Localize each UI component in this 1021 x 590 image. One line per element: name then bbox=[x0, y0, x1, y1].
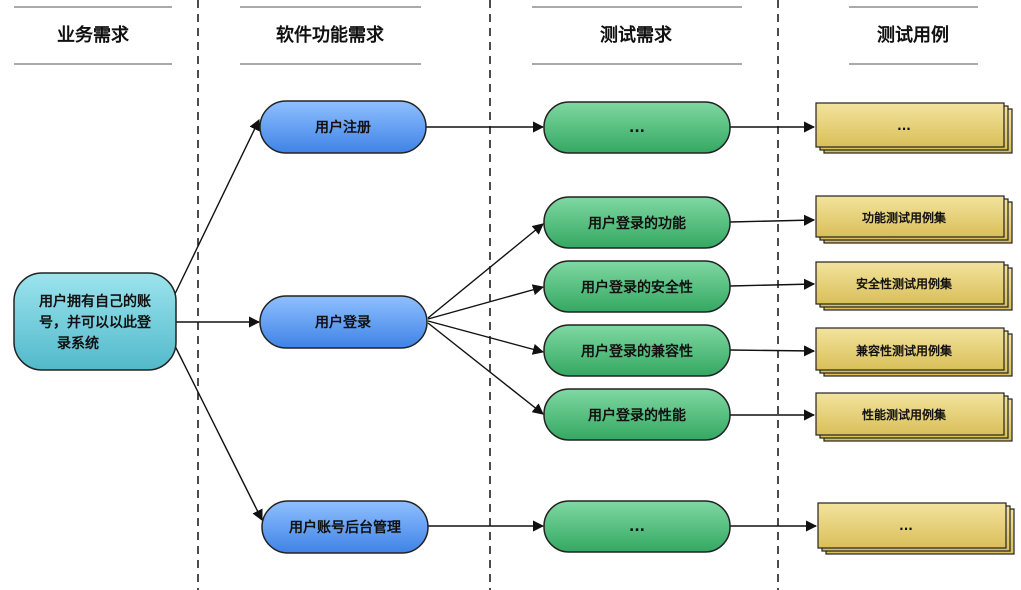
arrow-login-to-perf bbox=[427, 322, 544, 415]
feature-label-register: 用户注册 bbox=[315, 119, 371, 136]
test-requirement-label-3: 用户登录的安全性 bbox=[581, 279, 693, 296]
arrow-business-to-admin bbox=[171, 339, 263, 522]
test-case-stack-1: ... bbox=[815, 102, 1013, 154]
test-case-stack-6: ... bbox=[817, 502, 1015, 555]
column-separators bbox=[197, 0, 779, 590]
test-requirement-node-5: 用户登录的性能 bbox=[543, 388, 731, 441]
connectors bbox=[171, 118, 818, 532]
test-case-label-5: 性能测试用例集 bbox=[861, 407, 947, 422]
column-title-feature: 软件功能需求 bbox=[276, 24, 385, 46]
arrow-req3-to-case3 bbox=[729, 278, 816, 290]
arrow-login-to-compat bbox=[427, 320, 545, 355]
test-requirement-label-1: ... bbox=[629, 120, 645, 136]
test-case-label-3: 安全性测试用例集 bbox=[856, 276, 953, 291]
test-case-stack-2: 功能测试用例集 bbox=[815, 195, 1013, 244]
business-line-1: 用户拥有自己的账 bbox=[39, 293, 151, 310]
test-case-label-4: 兼容性测试用例集 bbox=[855, 343, 953, 358]
business-line-3: 录系统 bbox=[57, 335, 99, 352]
test-case-stack-5: 性能测试用例集 bbox=[815, 392, 1013, 442]
test-requirement-node-1: ... bbox=[543, 101, 731, 154]
arrow-login-to-func bbox=[427, 223, 544, 319]
test-case-stack-4: 兼容性测试用例集 bbox=[815, 327, 1013, 377]
test-case-label-6: ... bbox=[899, 519, 913, 533]
arrow-business-to-register bbox=[171, 118, 260, 301]
test-requirement-node-6: ... bbox=[543, 500, 731, 553]
test-requirement-node-3: 用户登录的安全性 bbox=[543, 260, 731, 313]
feature-label-login: 用户登录 bbox=[315, 314, 371, 331]
test-requirement-node-4: 用户登录的兼容性 bbox=[543, 324, 731, 377]
feature-node-register: 用户注册 bbox=[259, 100, 427, 154]
feature-label-admin: 用户账号后台管理 bbox=[289, 519, 401, 536]
arrow-login-to-security bbox=[427, 284, 545, 320]
test-case-label-1: ... bbox=[897, 119, 911, 133]
business-line-2: 号，并可以以此登 bbox=[39, 314, 152, 331]
test-case-stack-3: 安全性测试用例集 bbox=[815, 261, 1013, 311]
test-requirement-label-4: 用户登录的兼容性 bbox=[581, 343, 693, 360]
test-requirement-node-2: 用户登录的功能 bbox=[543, 196, 731, 249]
column-headers: 业务需求 软件功能需求 测试需求 测试用例 bbox=[14, 6, 978, 65]
feature-node-login: 用户登录 bbox=[259, 295, 428, 349]
arrow-req4-to-case4 bbox=[729, 345, 816, 357]
column-title-test-requirement: 测试需求 bbox=[600, 24, 673, 46]
arrow-req2-to-case2 bbox=[729, 214, 816, 226]
column-title-business: 业务需求 bbox=[57, 24, 130, 46]
business-requirement-node: 用户拥有自己的账 号，并可以以此登 录系统 bbox=[13, 272, 177, 371]
test-requirement-label-5: 用户登录的性能 bbox=[588, 407, 686, 424]
column-title-test-case: 测试用例 bbox=[877, 24, 949, 46]
feature-node-admin: 用户账号后台管理 bbox=[261, 500, 429, 554]
test-requirement-label-6: ... bbox=[629, 519, 645, 535]
test-case-label-2: 功能测试用例集 bbox=[862, 210, 947, 225]
test-requirement-label-2: 用户登录的功能 bbox=[588, 215, 686, 232]
